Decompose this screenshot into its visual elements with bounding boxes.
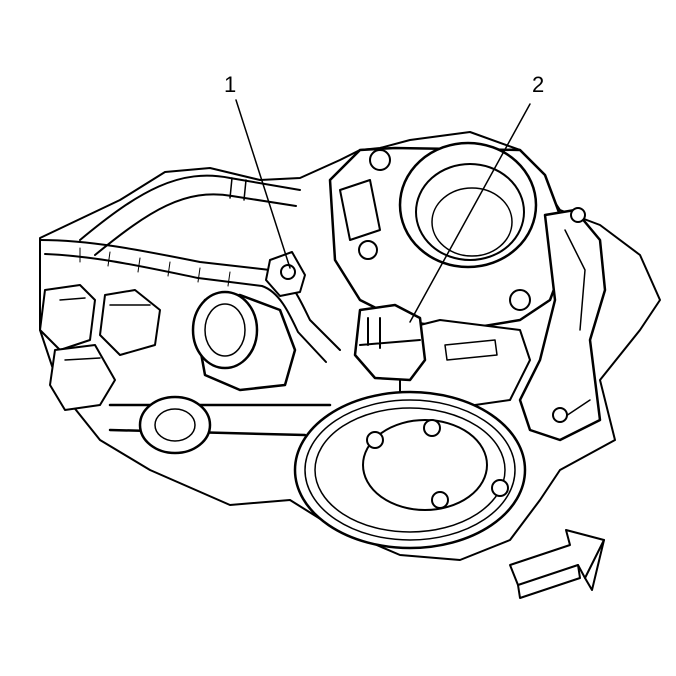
callout-label-2: 2 (532, 72, 545, 97)
sensor-connector (265, 251, 306, 297)
oil-filter (191, 290, 297, 392)
front-arrow-icon (509, 529, 605, 599)
coolant-hose (79, 174, 301, 256)
leader-line-1 (235, 99, 291, 269)
leader-line-2 (409, 103, 531, 323)
intake-bracket (518, 207, 607, 442)
throttle-actuator-connector (353, 303, 427, 382)
left-connector-cluster (39, 284, 161, 411)
throttle-body (328, 141, 567, 332)
callout-label-1: 1 (224, 72, 237, 97)
wiring-harness (39, 239, 341, 363)
crankshaft-pulley (293, 390, 527, 550)
idler-pulley (138, 395, 212, 455)
callout-leaders (235, 99, 531, 323)
